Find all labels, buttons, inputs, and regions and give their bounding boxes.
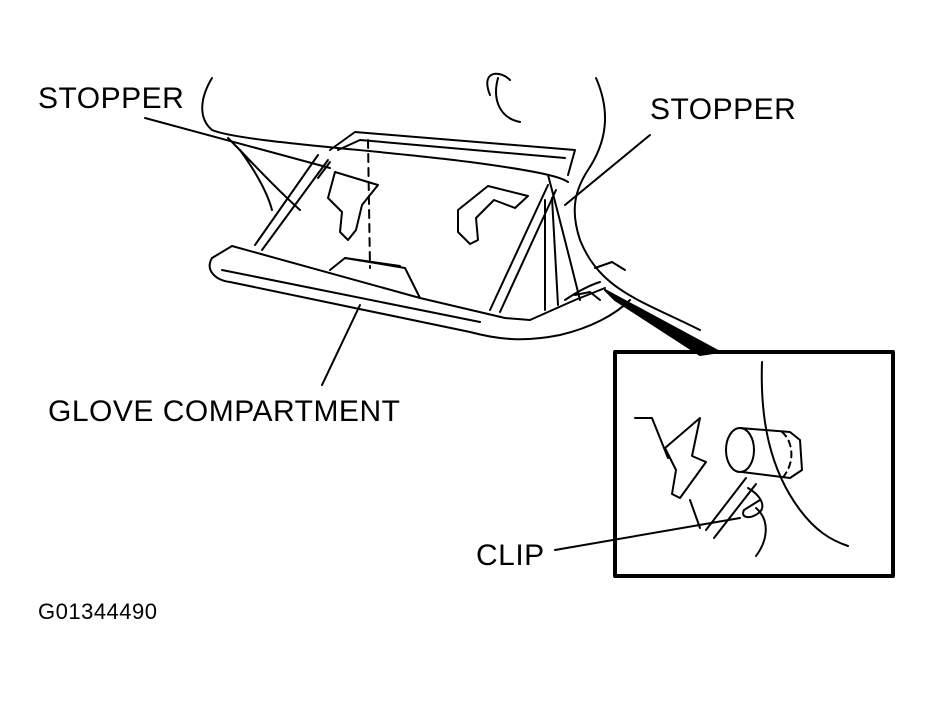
- label-glove-compartment: GLOVE COMPARTMENT: [48, 395, 401, 428]
- leader-stopper-left: [145, 118, 330, 168]
- removal-arrows: [328, 172, 528, 244]
- glove-compartment-lid: [210, 246, 630, 339]
- detail-frame: [615, 352, 893, 576]
- label-stopper-left: STOPPER: [38, 82, 185, 115]
- detail-inset: [615, 352, 893, 576]
- detail-pointer: [605, 290, 720, 355]
- leader-glove-compartment: [322, 305, 360, 385]
- dashboard-outline: [202, 74, 700, 330]
- compartment-opening: [255, 132, 575, 312]
- leader-clip: [555, 518, 740, 550]
- leader-lines: [145, 118, 740, 550]
- leader-stopper-right: [565, 135, 650, 205]
- label-stopper-right: STOPPER: [650, 93, 797, 126]
- figure-code: G01344490: [38, 599, 158, 624]
- label-clip: CLIP: [476, 539, 545, 572]
